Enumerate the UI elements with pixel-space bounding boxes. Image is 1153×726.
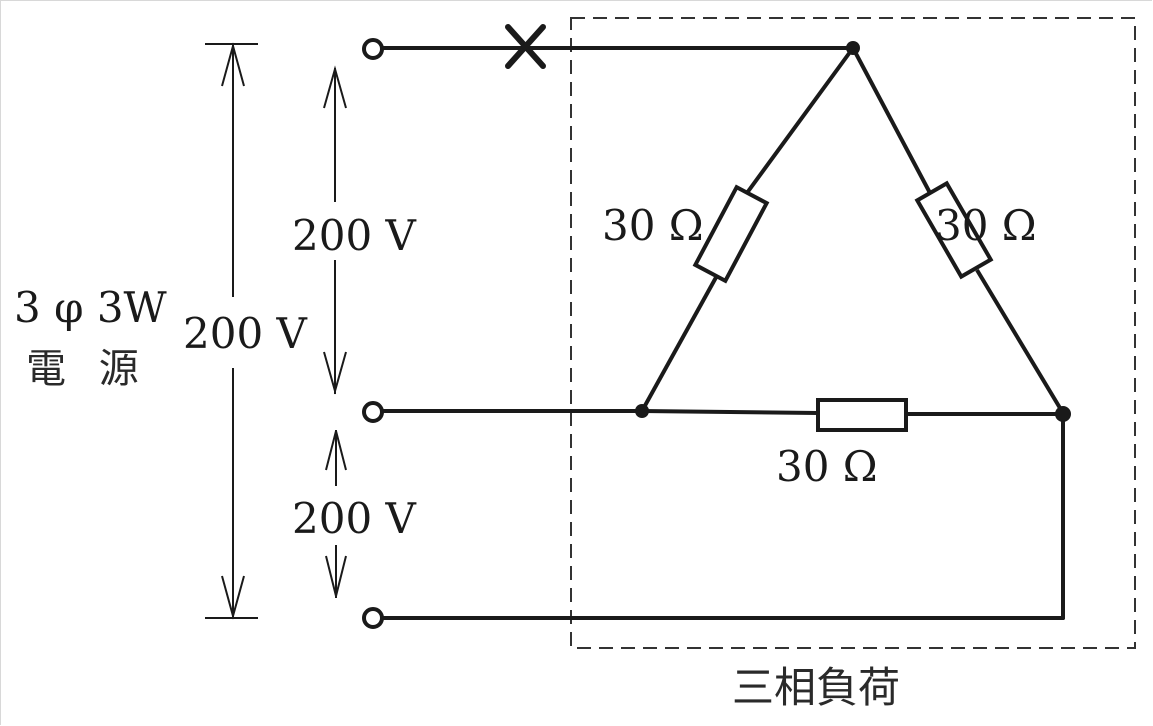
total-voltage-dimension (205, 42, 258, 620)
source-label: 電 源 (26, 346, 149, 392)
load-label: 三相負荷 (732, 663, 900, 712)
resistor-left-label: 30 Ω (602, 201, 704, 250)
upper-voltage-arrow (323, 65, 347, 395)
delta-load (640, 46, 1065, 416)
source-type-label: 3 φ 3W (14, 283, 168, 332)
resistor-right-label: 30 Ω (935, 201, 1037, 250)
break-x-icon (505, 24, 546, 69)
terminal-3 (362, 607, 384, 629)
lower-voltage-label: 200 V (292, 494, 417, 543)
resistor-bottom (816, 398, 908, 432)
junction-right (1055, 406, 1071, 422)
resistor-right (914, 180, 994, 280)
resistor-left (692, 184, 770, 284)
wires (380, 46, 1065, 620)
junction-top (846, 41, 860, 55)
lower-voltage-arrow (325, 430, 347, 598)
junction-left (635, 404, 649, 418)
total-voltage-label: 200 V (183, 309, 308, 358)
resistor-bottom-label: 30 Ω (776, 442, 878, 491)
upper-voltage-label: 200 V (292, 211, 417, 260)
load-boundary-box (570, 17, 1136, 649)
terminal-2 (362, 401, 384, 423)
terminal-1 (362, 38, 384, 60)
